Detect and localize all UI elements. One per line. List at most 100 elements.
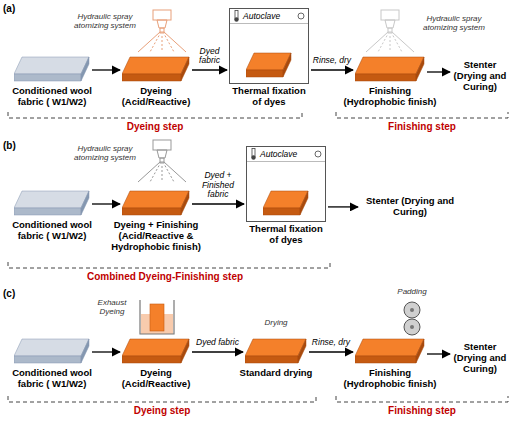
stage-text: Stenter (Drying and Curing) [452,342,508,375]
slab-front [245,356,298,363]
fabric-slab [122,56,190,84]
stage-caption: (Acid/Reactive & Hydrophobic finish) [96,231,216,253]
beaker-glass [140,300,174,334]
slab-side [300,191,308,215]
slab-side [81,57,89,81]
fabric-slab [122,338,190,366]
slab-side [181,339,189,363]
slab-front [263,208,300,215]
autoclave-box: AutoclaveThermal fixation of dyes [229,8,309,108]
spray-edge [138,32,160,52]
stage-caption: Conditioned wool fabric ( W1/W2) [7,86,97,108]
spray-line [150,162,161,182]
fabric-slab [246,52,292,80]
roller [404,319,420,335]
fabric-slab [122,190,190,218]
step-bracket [8,262,330,268]
stage-caption: Conditioned wool fabric ( W1/W2) [7,220,97,242]
stage-caption: Dyeing [108,86,204,97]
stage-caption: Finishing [334,368,446,379]
step-bracket [8,396,316,402]
stage-caption: Stenter (Drying and Curing) [452,60,508,93]
stage-caption: Conditioned wool fabric ( W1/W2) [7,368,97,390]
slab-top [355,339,424,356]
spray-line [390,32,391,52]
slab-front [14,74,81,81]
gauge-icon [314,150,322,158]
thermometer-bulb [234,17,238,21]
process-stage: Standard drying [238,338,314,379]
spray-edge [164,32,186,52]
slab-front [14,356,81,363]
slab-front [246,70,283,77]
stage-caption: Dyeing + Finishing [96,220,216,231]
arrow-connector [92,69,120,70]
gauge-circle [315,151,321,157]
slab-side [81,191,89,215]
stage-caption: Thermal fixation of dyes [229,86,309,108]
spray-line [162,162,163,182]
spray-line [163,32,174,52]
fabric-slab [263,190,309,218]
slab-top [14,339,89,356]
device-label: Hydraulic spray atomizing system [418,14,490,32]
stage-caption: (Acid/Reactive) [108,97,204,108]
panel-label: (a) [3,3,27,15]
stage-caption: (Hydrophobic finish) [334,379,446,390]
step-bracket [336,396,508,402]
slab-side [416,57,424,81]
process-stage: Dyeing(Acid/Reactive) [108,338,204,390]
slab-side [283,53,291,77]
fabric-slab [14,338,90,366]
arrow-connector [92,351,120,352]
fabric-slab [355,56,425,84]
spray-line [150,32,161,52]
stage-text: Stenter (Drying and Curing) [452,60,508,93]
stage-caption: Finishing [334,86,446,97]
device-label: Exhaust Dyeing [88,298,136,316]
sprayer-nozzle [160,28,164,32]
spray-line [163,162,174,182]
step-label: Finishing step [362,121,482,133]
autoclave-chamber [230,24,308,80]
roller [404,302,420,318]
autoclave-title: Autoclave [240,11,297,21]
stage-caption: Stenter (Drying and Curing) [452,342,508,375]
slab-top [122,57,189,74]
fabric-sample: Conditioned wool fabric ( W1/W2) [7,338,97,390]
autoclave-titlebar: Autoclave [230,9,308,24]
step-label: Combined Dyeing-Finishing step [60,271,270,283]
sprayer-symbol [366,10,414,52]
slab-front [14,208,81,215]
slab-front [355,74,416,81]
roller-axis [410,308,414,312]
edge-label: Rinse, dry [312,56,352,66]
thermometer-tube [235,11,238,19]
autoclave-outline: Autoclave [246,146,326,222]
stage-text: Stenter (Drying and Curing) [360,196,460,218]
edge-label: Dyed fabric [193,47,226,66]
sprayer-nozzle [160,158,164,162]
gauge-icon [297,12,305,20]
stage-caption: Standard drying [238,368,314,379]
autoclave-box: AutoclaveThermal fixation of dyes [246,146,326,246]
edge-label: Dyed fabric [193,338,242,348]
device-label: Padding [386,287,438,296]
stage-caption: Thermal fixation of dyes [246,224,326,246]
padding-rollers [404,302,420,335]
spray-line [162,32,163,52]
roller-axis [410,325,414,329]
step-label: Finishing step [362,405,482,417]
arrow-connector [328,206,358,207]
thermometer-bulb [251,155,255,159]
sprayer-body [381,10,399,20]
slab-top [14,191,89,208]
slab-front [122,208,181,215]
process-stage: Dyeing + Finishing(Acid/Reactive & Hydro… [96,190,216,253]
arrow-connector [192,69,227,70]
spray-edge [366,32,388,52]
step-bracket [8,112,302,118]
step-label: Dyeing step [95,121,215,133]
sprayer-neck [385,20,395,28]
spray-line [378,32,389,52]
